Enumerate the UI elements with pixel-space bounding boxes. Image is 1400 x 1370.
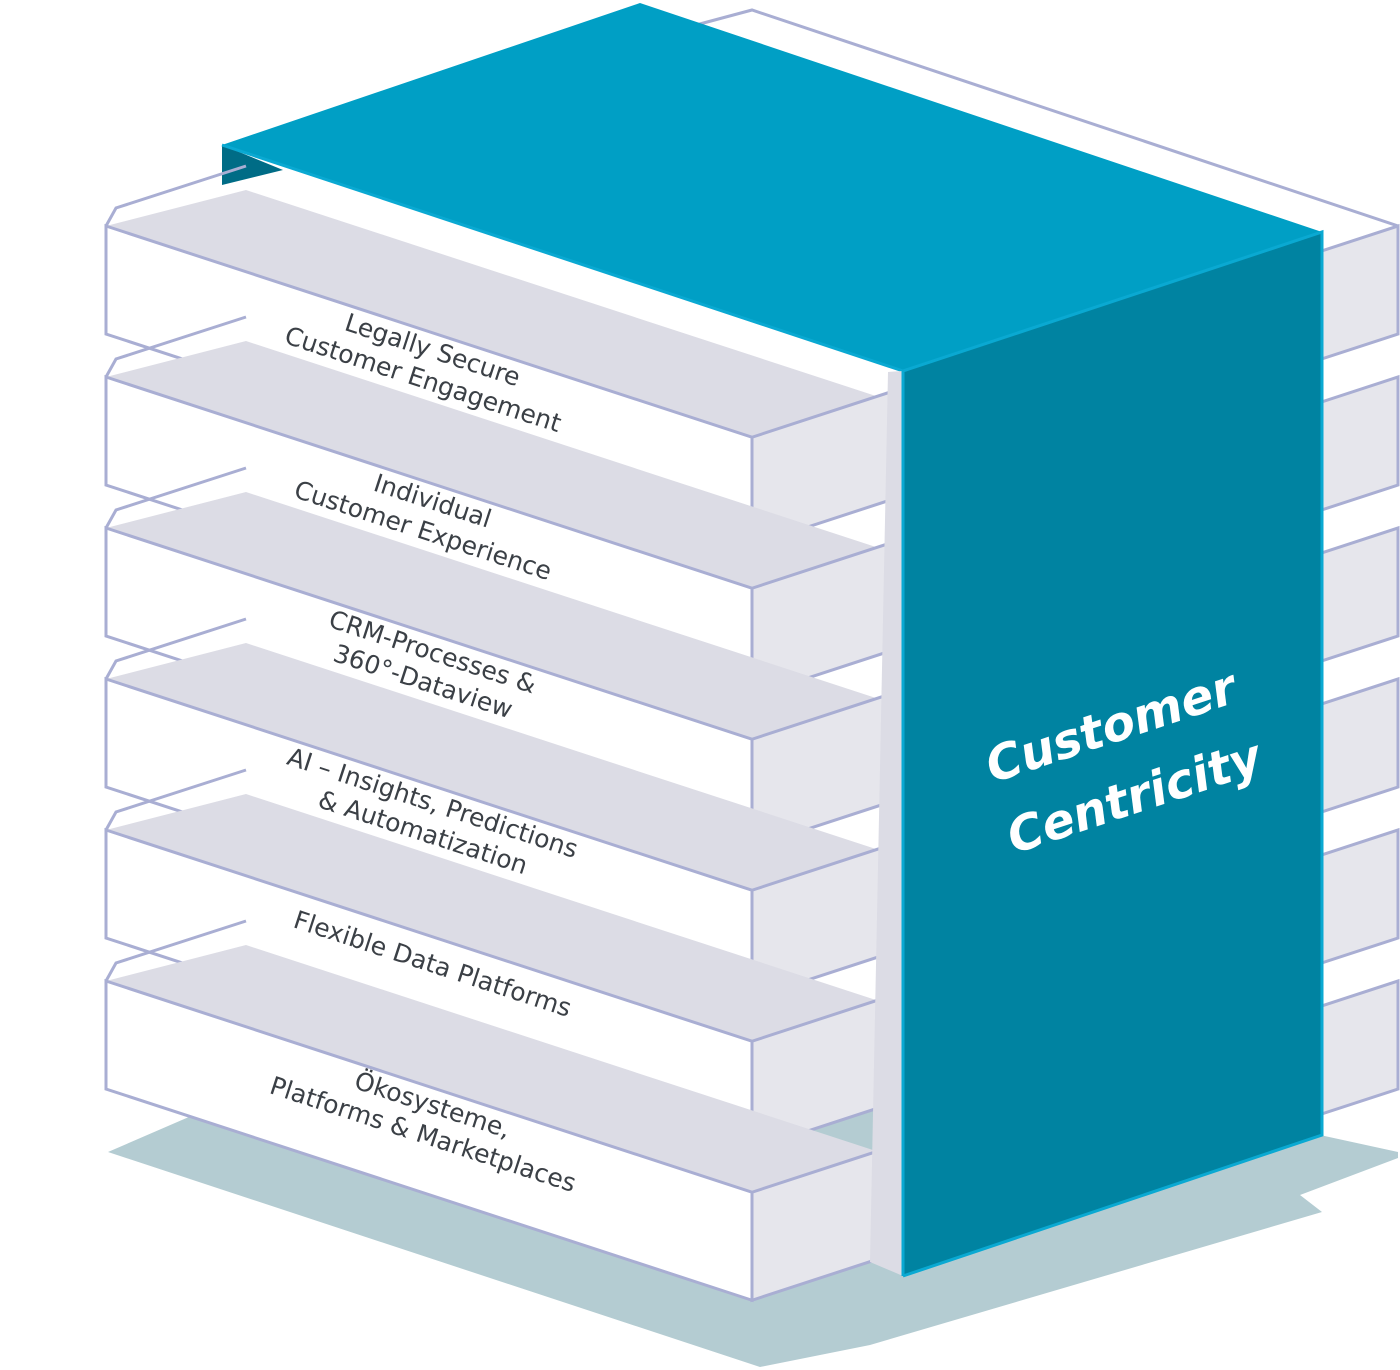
- slab-top-face: [106, 190, 892, 438]
- cover-side: [870, 229, 1324, 1278]
- slab-top-face: [106, 643, 892, 891]
- slab-top-face: [106, 945, 892, 1193]
- cover-side-face: [903, 232, 1322, 1276]
- cover-side-edge: [901, 229, 1324, 1278]
- slab-top-edge: [104, 164, 247, 227]
- cover-inner-shadow: [870, 371, 903, 1276]
- slab-front-face: [104, 978, 754, 1303]
- slab-top-face: [106, 341, 892, 589]
- slab-top-edge: [104, 617, 247, 680]
- slab-top-edge: [104, 315, 247, 378]
- slab-top-edge: [104, 919, 247, 982]
- cover-top: [221, 3, 1322, 373]
- slab-top-face: [106, 492, 892, 740]
- cover-top-face: [222, 3, 1322, 371]
- slab-top-edge: [104, 768, 247, 831]
- slab-top-edge: [104, 466, 247, 529]
- slab-top-face: [106, 794, 892, 1042]
- cover-fold: [222, 145, 283, 185]
- cover-top-edge: [221, 143, 904, 373]
